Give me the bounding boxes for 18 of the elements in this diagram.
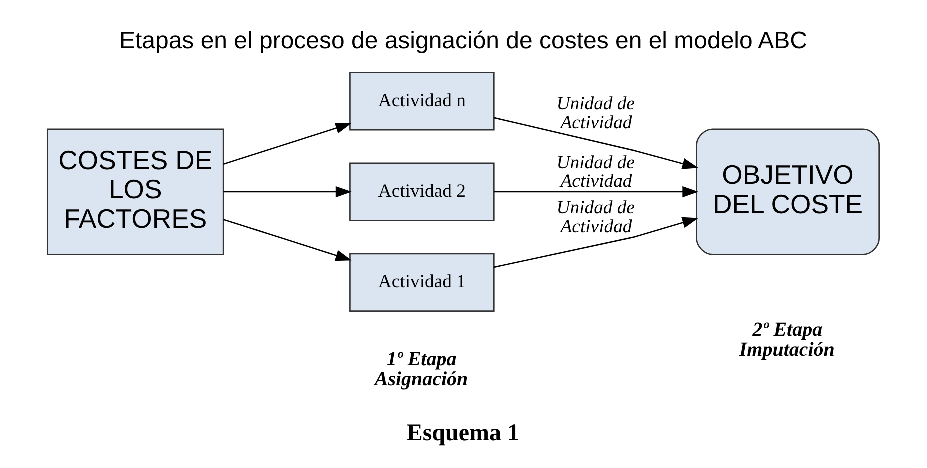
arrow bbox=[223, 219, 352, 262]
label: 2º Etapa Imputación bbox=[739, 318, 835, 361]
caption: Esquema 1 bbox=[406, 420, 520, 446]
label: 1º Etapa Asignación bbox=[374, 348, 468, 390]
node-box: Actividad 2 bbox=[350, 162, 495, 222]
arrow bbox=[494, 217, 699, 268]
arrow bbox=[494, 186, 699, 198]
edge-label: Unidad de Actividad bbox=[556, 94, 635, 134]
arrow bbox=[494, 117, 699, 170]
edge-label: Unidad de Actividad bbox=[556, 198, 635, 238]
edge-label: Unidad de Actividad bbox=[556, 152, 635, 192]
node-box: Actividad 1 bbox=[350, 253, 495, 312]
node-box: Actividad n bbox=[350, 72, 495, 131]
arrow bbox=[224, 186, 352, 198]
arrow bbox=[223, 122, 352, 165]
node-box: OBJETIVO DEL COSTE bbox=[696, 128, 880, 256]
node-box: COSTES DE LOS FACTORES bbox=[46, 128, 224, 256]
diagram-title: Etapas en el proceso de asignación de costes en el modelo ABC bbox=[120, 28, 808, 55]
